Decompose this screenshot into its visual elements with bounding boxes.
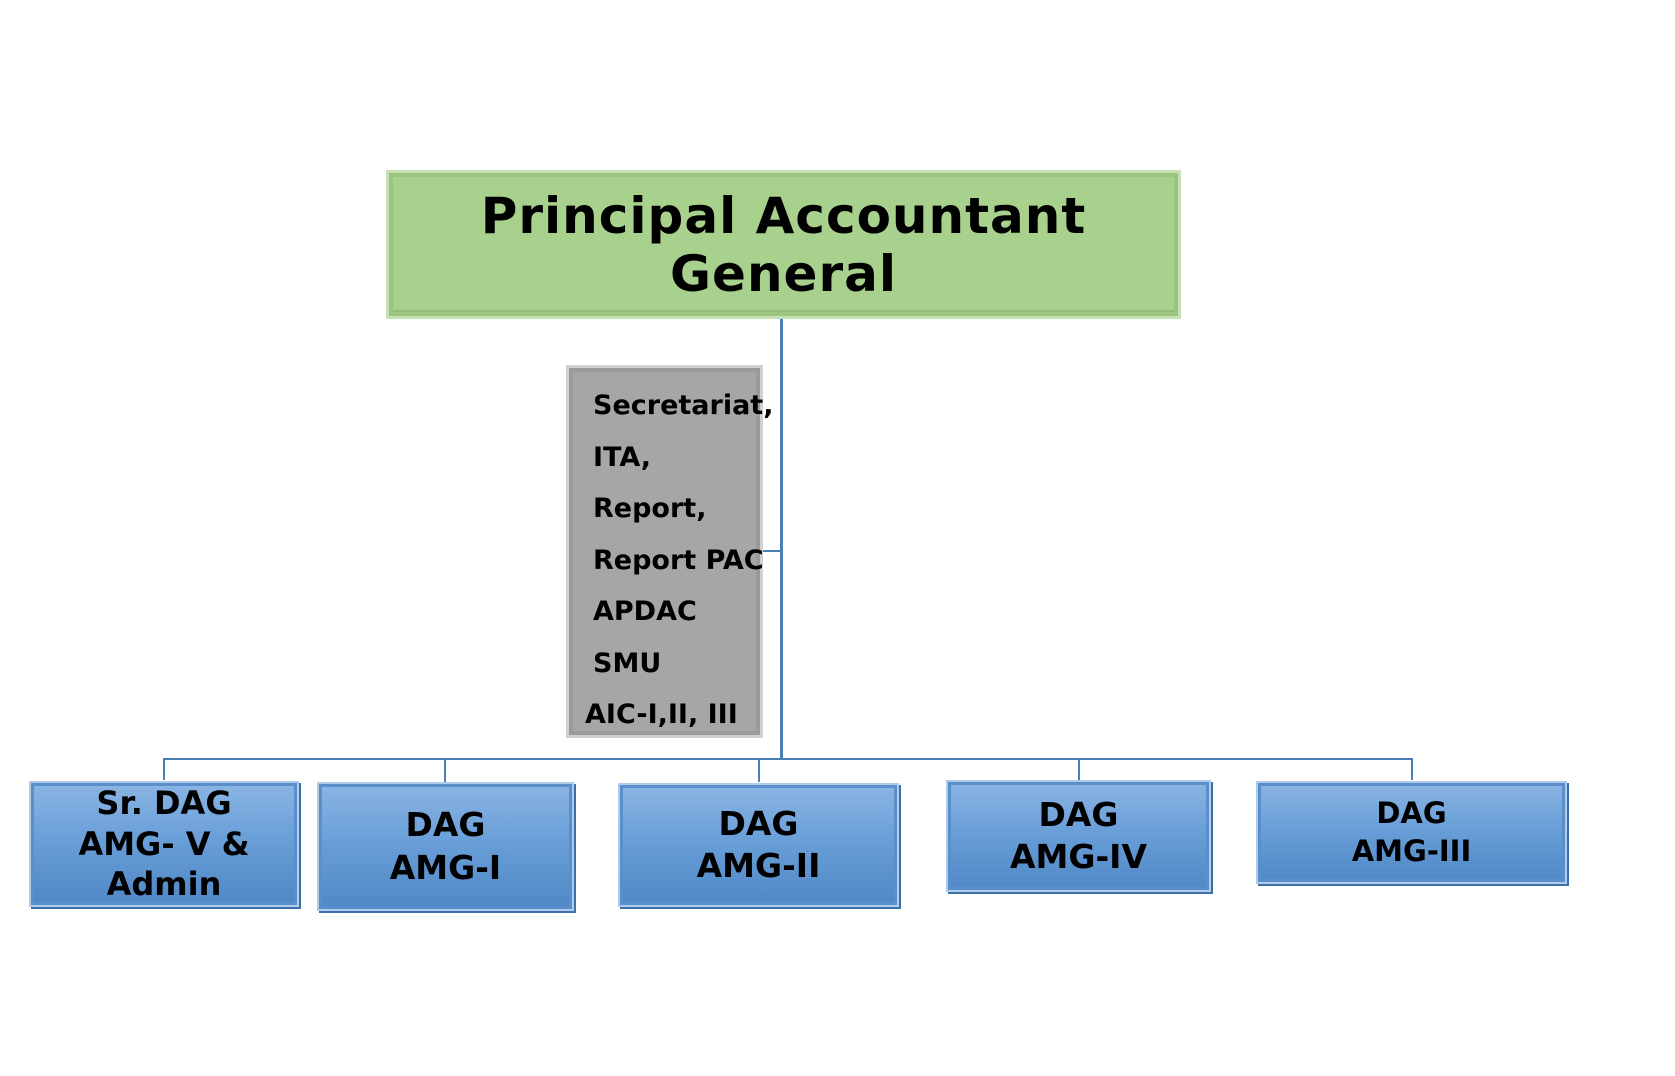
department-5-line-1: DAG <box>1376 796 1447 831</box>
staff-unit-line-aic: AIC-I,II, III <box>585 699 738 730</box>
staff-unit-line-apdac: APDAC <box>593 596 697 627</box>
department-4-drop-connector <box>1078 758 1080 780</box>
staff-unit-line-report: Report, <box>593 493 707 524</box>
department-2-line-2: AMG-I <box>389 847 502 887</box>
department-node-dag-amg-iii: DAG AMG-III <box>1256 781 1567 884</box>
department-1-line-1: Sr. DAG <box>96 783 232 822</box>
department-5-drop-connector <box>1411 758 1413 780</box>
department-2-drop-connector <box>444 758 446 782</box>
staff-unit-node: Secretariat, ITA, Report, Report PAC APD… <box>566 365 773 738</box>
principal-accountant-general-node: Principal Accountant General <box>386 170 1181 319</box>
department-1-line-3: Admin <box>106 865 222 904</box>
staff-unit-connector <box>763 550 781 552</box>
department-4-line-2: AMG-IV <box>1010 837 1147 876</box>
department-2-line-1: DAG <box>405 805 486 845</box>
staff-unit-line-report-pac: Report PAC <box>593 544 764 576</box>
staff-unit-line-secretariat: Secretariat, <box>593 390 774 421</box>
department-node-sr-dag-amg-v-admin: Sr. DAG AMG- V & Admin <box>29 781 299 907</box>
staff-unit-line-smu: SMU <box>593 647 662 679</box>
department-3-drop-connector <box>758 758 760 782</box>
root-trunk-connector <box>780 319 783 760</box>
department-horizontal-connector <box>163 758 1412 760</box>
department-1-line-2: AMG- V & <box>78 824 250 863</box>
department-5-line-2: AMG-III <box>1351 833 1472 868</box>
department-3-line-2: AMG-II <box>696 846 821 885</box>
department-node-dag-amg-iv: DAG AMG-IV <box>946 780 1211 892</box>
department-3-line-1: DAG <box>718 803 799 843</box>
principal-accountant-general-label: Principal Accountant General <box>480 186 1087 303</box>
staff-unit-line-ita: ITA, <box>593 441 652 473</box>
department-1-drop-connector <box>163 758 165 780</box>
department-node-dag-amg-ii: DAG AMG-II <box>618 783 899 907</box>
department-node-dag-amg-i: DAG AMG-I <box>317 782 574 911</box>
department-4-line-1: DAG <box>1038 794 1119 834</box>
